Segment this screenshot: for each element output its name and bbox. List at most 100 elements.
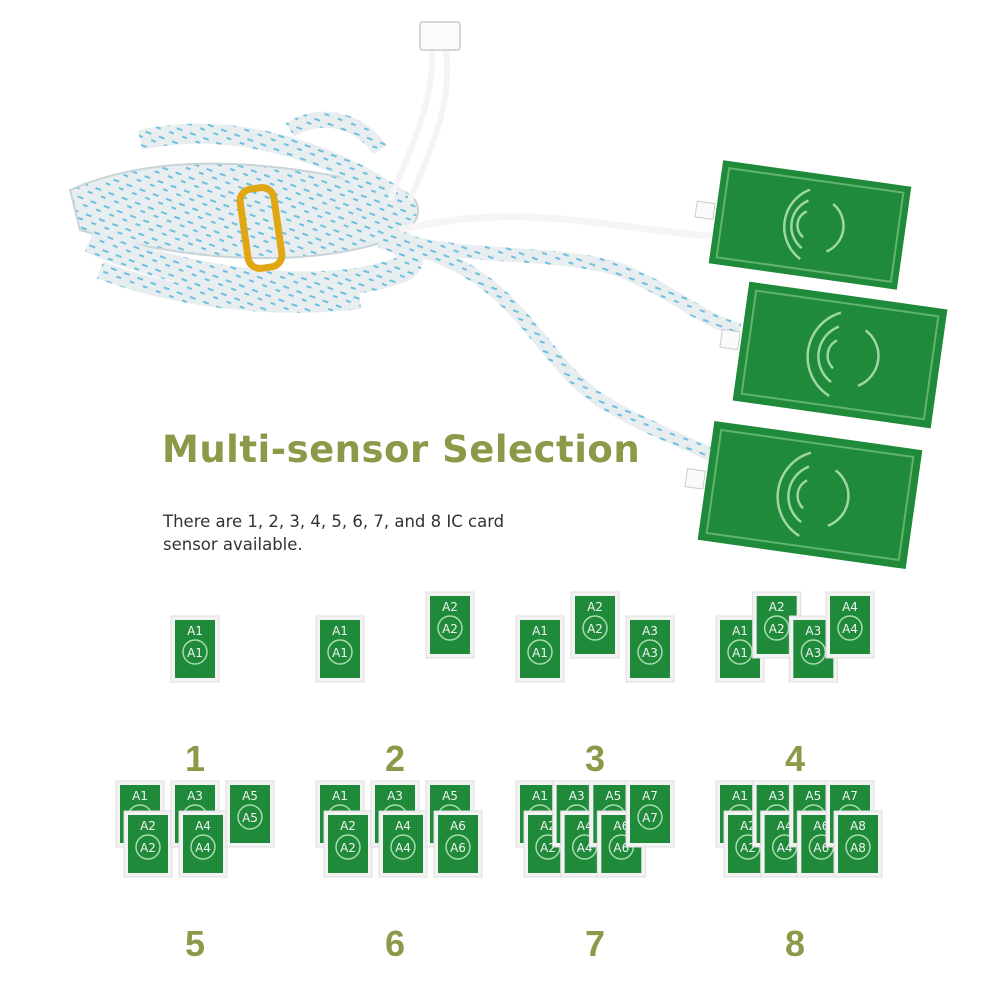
card-label: A6 [450,841,466,855]
card-label: A8 [850,819,866,833]
card-label: A3 [805,646,821,660]
card-label: A6 [813,819,829,833]
sensor-count-label: 3 [584,738,606,779]
card-label: A2 [540,841,556,855]
card-label: A6 [613,841,629,855]
card-label: A1 [332,789,348,803]
card-label: A2 [442,600,458,614]
card-label: A4 [842,622,858,636]
card-label: A3 [805,624,821,638]
card-label: A1 [187,646,203,660]
sensor-option-5: A1A1A2A2A3A3A4A4A5A55 [85,775,305,965]
cable-bundle [68,21,742,462]
card-label: A1 [332,646,348,660]
sensor-count-label: 4 [784,738,806,779]
card-cluster: A1A1A2A2A3A3A4A4A5A5A6A6A7A7A8A8 [715,780,883,878]
card-label: A4 [577,819,593,833]
card-label: A6 [613,819,629,833]
card-label: A3 [187,789,203,803]
card-label: A3 [642,624,658,638]
sensor-option-8: A1A1A2A2A3A3A4A4A5A5A6A6A7A7A8A88 [685,775,905,965]
sensor-board-1 [694,160,912,290]
card-label: A2 [587,600,603,614]
card-label: A1 [332,624,348,638]
section-description: There are 1, 2, 3, 4, 5, 6, 7, and 8 IC … [163,512,505,554]
card-label: A1 [132,789,148,803]
card-label: A7 [642,811,658,825]
card-label: A3 [642,646,658,660]
sensor-count-label: 8 [784,923,806,964]
card-label: A2 [587,622,603,636]
card-label: A5 [442,789,458,803]
card-label: A1 [187,624,203,638]
card-label: A1 [732,624,748,638]
card-label: A4 [777,841,793,855]
card-label: A2 [340,819,356,833]
card-label: A2 [769,622,785,636]
card-label: A5 [242,789,258,803]
sensor-option-7: A1A1A2A2A3A3A4A4A5A5A6A6A7A77 [485,775,705,965]
card-label: A4 [395,841,411,855]
card-label: A2 [140,819,156,833]
sensor-count-label: 2 [384,738,406,779]
card-label: A3 [387,789,403,803]
card-label: A6 [813,841,829,855]
sensor-count-label: 7 [584,923,606,964]
sensor-board-3 [684,420,923,570]
card-label: A4 [777,819,793,833]
sensor-count-label: 6 [384,923,406,964]
card-label: A2 [740,819,756,833]
card-cluster: A1A1A2A2A3A3A4A4A5A5A6A6 [315,780,483,878]
card-label: A2 [540,819,556,833]
product-image [68,21,948,570]
card-label: A4 [577,841,593,855]
card-label: A5 [242,811,258,825]
card-label: A4 [195,841,211,855]
sensor-board-2 [719,281,948,429]
card-label: A4 [842,600,858,614]
sensor-count-label: 1 [184,738,206,779]
card-label: A1 [732,646,748,660]
card-label: A4 [395,819,411,833]
card-label: A3 [569,789,585,803]
card-label: A1 [532,789,548,803]
section-heading: Multi-sensor Selection [162,428,641,471]
card-label: A1 [732,789,748,803]
card-cluster: A1A1A2A2A3A3A4A4A5A5 [115,780,275,878]
card-label: A8 [850,841,866,855]
card-label: A2 [340,841,356,855]
card-label: A2 [740,841,756,855]
card-label: A1 [532,646,548,660]
card-label: A4 [195,819,211,833]
sensor-option-6: A1A1A2A2A3A3A4A4A5A5A6A66 [285,775,505,965]
card-label: A1 [532,624,548,638]
card-label: A6 [450,819,466,833]
card-label: A3 [769,789,785,803]
card-label: A5 [805,789,821,803]
card-label: A5 [605,789,621,803]
sensor-count-label: 5 [184,923,206,964]
